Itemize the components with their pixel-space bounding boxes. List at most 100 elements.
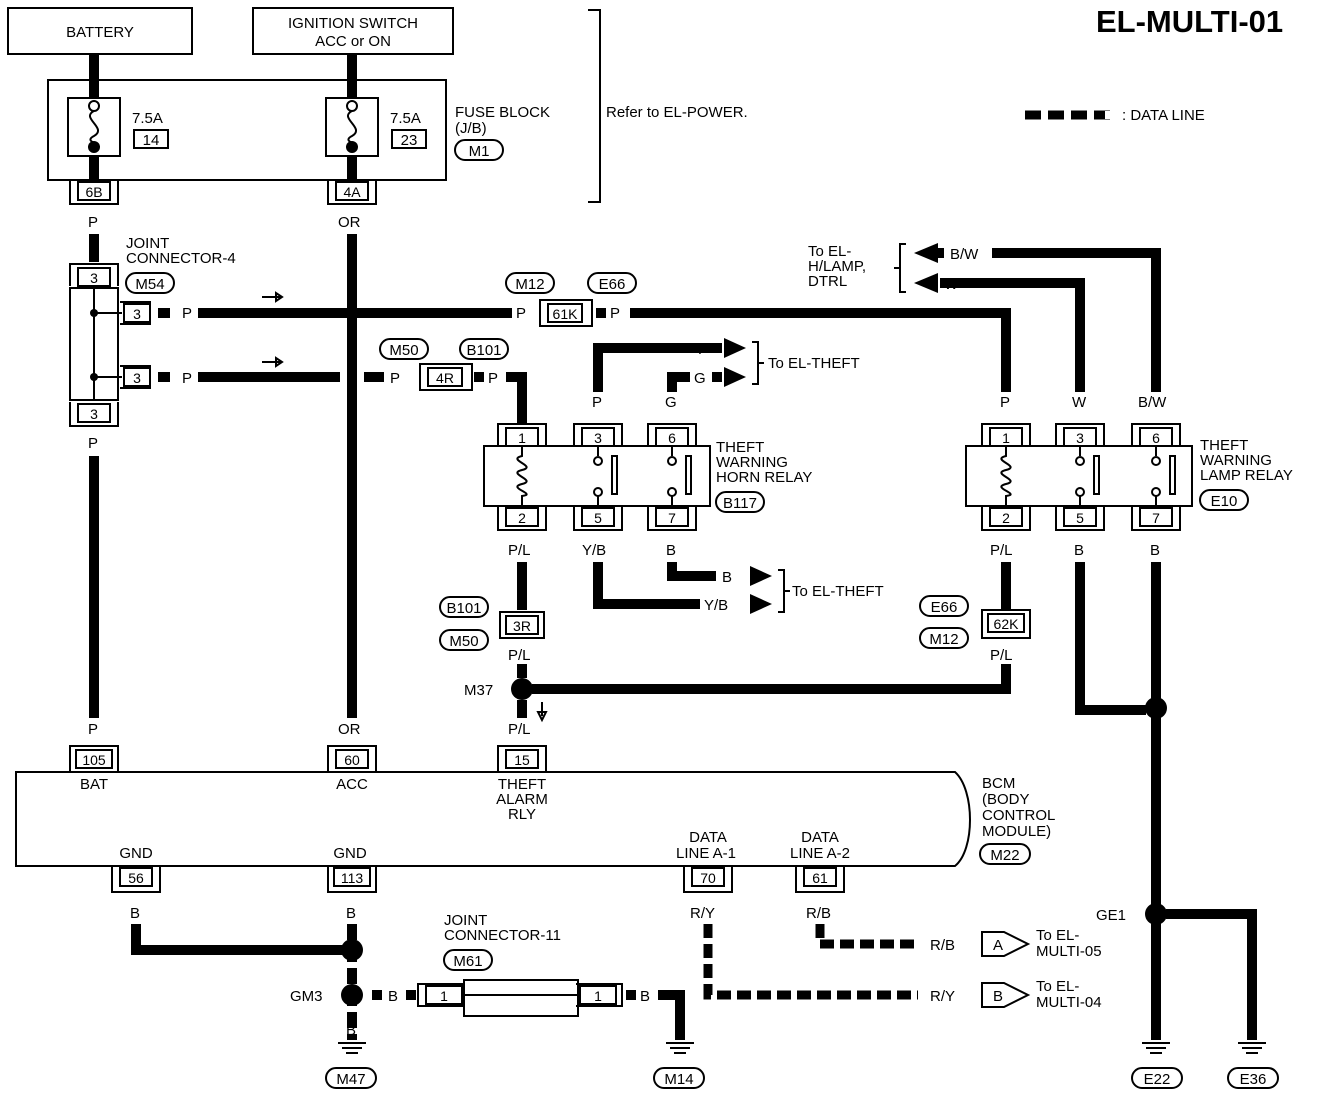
pin-70: 70: [700, 870, 716, 886]
conn-e66-top: E66: [599, 276, 626, 293]
joint11-label1: JOINT: [444, 912, 487, 929]
wire-b-horn: B: [666, 542, 676, 559]
bcm-module: BAT ACC THEFT ALARM RLY GND GND DATA LIN…: [15, 771, 1055, 867]
wire-yb-theft: Y/B: [704, 597, 728, 614]
conn-b101-bottom: B101: [446, 600, 481, 617]
bcm-theft-label2: ALARM: [496, 791, 548, 808]
to-multi-04-line2: MULTI-04: [1036, 994, 1102, 1011]
wire-p-bcm: P: [88, 721, 98, 738]
wire-p-b101: P: [488, 370, 498, 387]
bcm-label3: CONTROL: [982, 807, 1055, 824]
ground-m14-label: M14: [664, 1071, 693, 1088]
bcm-theft-label3: RLY: [508, 806, 536, 823]
wire-p-m50: P: [390, 370, 400, 387]
ground-m47-label: M47: [336, 1071, 365, 1088]
wire-pl-lamp: P/L: [990, 542, 1013, 559]
wire-pl-bcm: P/L: [508, 721, 531, 738]
joint11-pin-left: 1: [440, 988, 448, 1004]
to-multi-04-letter: B: [993, 988, 1003, 1005]
to-el-theft-upper: To EL-THEFT: [768, 355, 860, 372]
wire-bw-lamp-pin6: B/W: [1138, 394, 1167, 411]
bcm-label1: BCM: [982, 775, 1015, 792]
lamp-pin-2: 2: [1002, 510, 1010, 526]
ground-e36: E36: [1227, 1042, 1279, 1089]
wire-g-theft: G: [694, 370, 706, 387]
to-hlamp-line2: H/LAMP,: [808, 258, 866, 275]
bcm-bat-label: BAT: [80, 776, 108, 793]
conn-m50-bottom: M50: [449, 633, 478, 650]
ignition-line2: ACC or ON: [315, 33, 391, 50]
wire-or-bcm: OR: [338, 721, 361, 738]
pin-3r: 3R: [513, 618, 531, 634]
joint4-pin-out2: 3: [133, 370, 141, 386]
pin-113: 113: [341, 870, 364, 886]
to-multi-04-line1: To EL-: [1036, 978, 1079, 995]
page-title: EL-MULTI-01: [1096, 4, 1283, 39]
fuse-right-amp: 7.5A: [390, 110, 421, 127]
data-line-legend: : DATA LINE: [1025, 107, 1205, 124]
joint-connector-4: JOINT CONNECTOR-4 M54 3 3 3 3: [69, 235, 236, 427]
bcm-label4: MODULE): [982, 823, 1051, 840]
wire-b-theft: B: [722, 569, 732, 586]
fuse-left-num: 14: [143, 132, 160, 149]
wire-p-e66: P: [610, 305, 620, 322]
bcm-acc-label: ACC: [336, 776, 368, 793]
battery-label: BATTERY: [66, 24, 134, 41]
horn-relay-label3: HORN RELAY: [716, 469, 812, 486]
wire-b-lamp-pin5: B: [1074, 542, 1084, 559]
wire-p-top: P: [88, 214, 98, 231]
joint4-pin-bottom: 3: [90, 406, 98, 422]
wire-or-top: OR: [338, 214, 361, 231]
connector-4a: 4A: [327, 180, 377, 205]
joint11-conn: M61: [453, 953, 482, 970]
horn-pin-2: 2: [518, 510, 526, 526]
conn-b101-top: B101: [466, 342, 501, 359]
bcm-gnd2-label: GND: [333, 845, 367, 862]
wire-rb-out: R/B: [930, 937, 955, 954]
wire-p-mid: P: [88, 435, 98, 452]
wire-p-j4-1: P: [182, 305, 192, 322]
ground-e36-label: E36: [1240, 1071, 1267, 1088]
wire-b-gnd1: B: [130, 905, 140, 922]
lamp-pin-6: 6: [1152, 430, 1160, 446]
pin-61k: 61K: [553, 306, 579, 322]
bcm-bottom-connectors: 56 113 70 61: [111, 866, 845, 893]
lamp-pin-3: 3: [1076, 430, 1084, 446]
wire-pl-3r: P/L: [508, 647, 531, 664]
pin-60: 60: [344, 752, 360, 768]
to-multi-04-flag: B To EL- MULTI-04: [981, 978, 1102, 1011]
joint4-pin-top: 3: [90, 270, 98, 286]
horn-pin-6: 6: [668, 430, 676, 446]
lamp-relay-label3: LAMP RELAY: [1200, 467, 1293, 484]
lamp-pin-1: 1: [1002, 430, 1010, 446]
bcm-dla1-label1: DATA: [689, 829, 727, 846]
pin-61: 61: [812, 870, 828, 886]
wire-ry-bcm: R/Y: [690, 905, 715, 922]
lamp-pin-7: 7: [1152, 510, 1160, 526]
splice-m37: M37: [464, 682, 493, 699]
pin-4r: 4R: [436, 370, 454, 386]
bcm-conn: M22: [990, 847, 1019, 864]
fuse-block-refer: Refer to EL-POWER.: [606, 104, 748, 121]
pin-62k: 62K: [994, 616, 1020, 632]
wire-p-m12: P: [516, 305, 526, 322]
joint4-pin-out1: 3: [133, 306, 141, 322]
joint4-conn: M54: [135, 276, 164, 293]
wire-w-lamp-pin3: W: [1072, 394, 1087, 411]
to-hlamp-line1: To EL-: [808, 243, 851, 260]
fuse-block-label2: (J/B): [455, 120, 487, 137]
horn-pin-3: 3: [594, 430, 602, 446]
pin-56: 56: [128, 870, 144, 886]
horn-pin-5: 5: [594, 510, 602, 526]
splice-gm3: GM3: [290, 988, 323, 1005]
pin-6b: 6B: [85, 184, 102, 200]
bcm-top-connectors: P 105 OR 60 15: [69, 721, 547, 772]
connector-6b: 6B: [69, 180, 119, 205]
wire-bw-hlamp: B/W: [950, 246, 979, 263]
splice-ge1: GE1: [1096, 907, 1126, 924]
conn-m12-bottom: M12: [929, 631, 958, 648]
ground-m14: M14: [653, 1042, 705, 1089]
wire-pl-horn: P/L: [508, 542, 531, 559]
joint-connector-11: JOINT CONNECTOR-11 M61 1 1: [417, 912, 623, 1017]
wire-g-horn-pin6: G: [665, 394, 677, 411]
